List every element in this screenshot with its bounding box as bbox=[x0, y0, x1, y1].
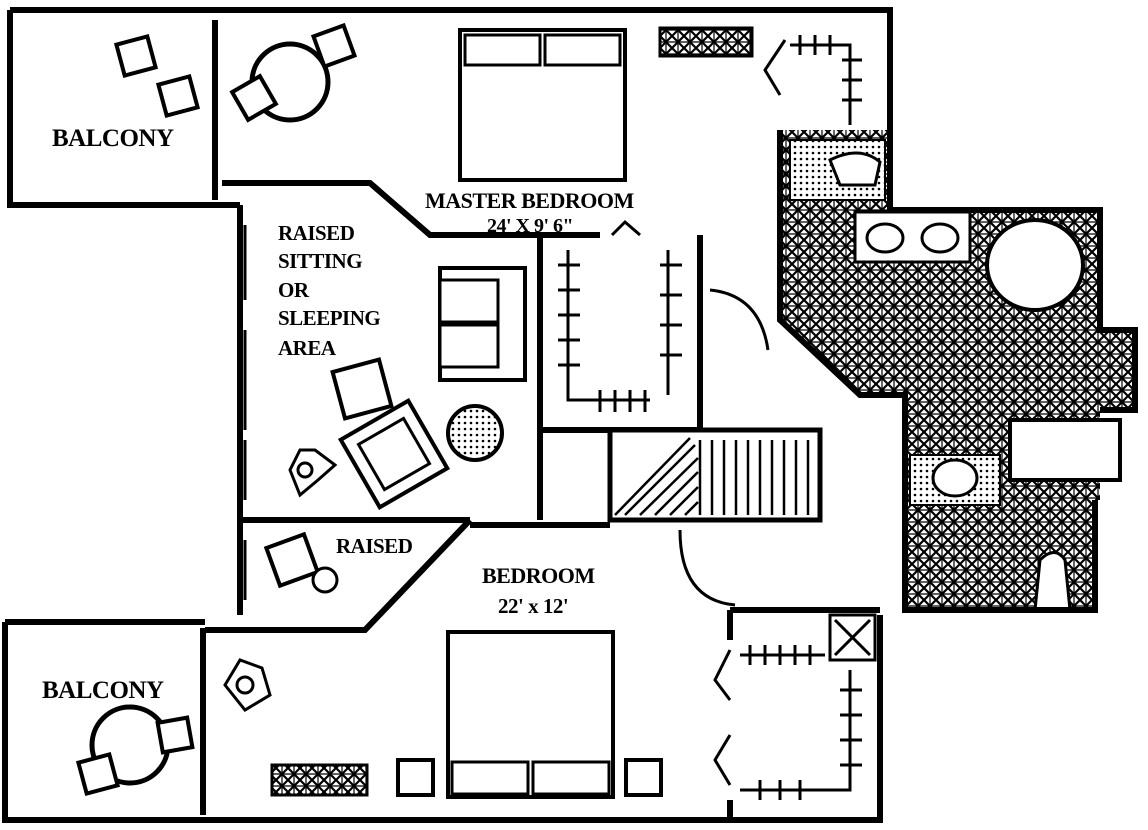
door-swing bbox=[709, 288, 770, 351]
doors bbox=[610, 39, 787, 786]
toilet-icon-2 bbox=[1033, 551, 1072, 612]
tub-icon bbox=[985, 218, 1085, 312]
bathroom bbox=[780, 130, 1135, 612]
ottoman-icon bbox=[330, 357, 394, 421]
chair-icon-3 bbox=[263, 531, 321, 589]
balcony-upper-label: BALCONY bbox=[52, 125, 174, 152]
sitting-area-label-1: RAISED bbox=[278, 221, 355, 245]
plant-icon bbox=[288, 448, 338, 498]
master-bedroom-label: MASTER BEDROOM bbox=[425, 188, 634, 213]
sink-icon bbox=[931, 458, 979, 498]
nightstand-icon bbox=[396, 758, 435, 797]
dresser-icon-2 bbox=[270, 763, 369, 797]
sitting-area-label-3: OR bbox=[278, 278, 310, 302]
sitting-area-label-2: SITTING bbox=[278, 249, 362, 273]
door-swing-2 bbox=[678, 529, 736, 607]
sitting-area-label-5: AREA bbox=[278, 336, 337, 360]
labels: BALCONY MASTER BEDROOM 24' X 9' 6" RAISE… bbox=[42, 125, 635, 704]
plants bbox=[223, 448, 338, 712]
sitting-area-label-4: SLEEPING bbox=[278, 306, 380, 330]
chair-icon bbox=[113, 33, 159, 79]
toilet-icon bbox=[828, 151, 882, 187]
furniture bbox=[75, 22, 754, 799]
shower-icon bbox=[1008, 418, 1122, 482]
raised-label: RAISED bbox=[336, 534, 413, 558]
dresser-icon bbox=[658, 26, 754, 58]
bedroom-dimensions: 22' x 12' bbox=[498, 594, 568, 618]
plant-icon-2 bbox=[223, 658, 272, 712]
stair-treads bbox=[614, 437, 810, 516]
bedroom-label: BEDROOM bbox=[482, 563, 595, 588]
staircase bbox=[607, 427, 823, 523]
closet-rods bbox=[558, 35, 877, 800]
balcony-lower-label: BALCONY bbox=[42, 677, 164, 704]
master-bedroom-dimensions: 24' X 9' 6" bbox=[487, 215, 573, 237]
nightstand-icon-2 bbox=[624, 758, 663, 797]
side-table-icon bbox=[446, 404, 504, 462]
chair-icon-2 bbox=[155, 73, 201, 119]
